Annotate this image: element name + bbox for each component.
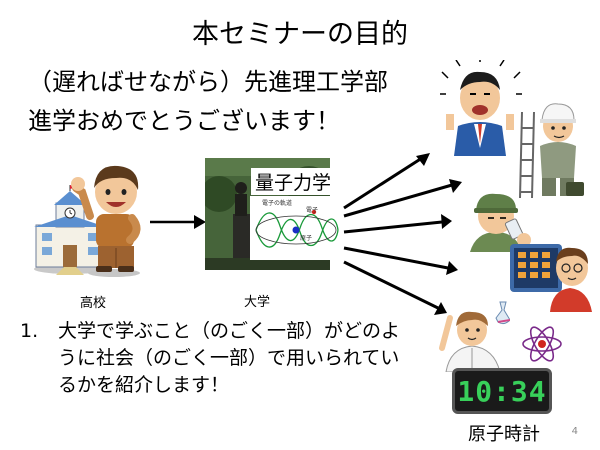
businessman-illustration <box>440 60 522 156</box>
list-item-text: 大学で学ぶこと（のごく一部）がどのように社会（のごく一部）で用いられているかを紹… <box>58 320 401 396</box>
nucleus-label: 原子 <box>300 235 313 242</box>
highschool-caption: 高校 <box>80 296 107 311</box>
arrow-to-university <box>150 215 206 229</box>
arrows-to-society <box>343 153 462 315</box>
intro-line-2: 進学おめでとうございます！ <box>28 107 340 135</box>
electron-label: 電子 <box>306 207 319 214</box>
page-number: 4 <box>571 426 578 437</box>
electron-orbit-diagram <box>250 196 342 260</box>
atomic-clock-label: 原子時計 <box>468 424 540 445</box>
worker-drinking-illustration <box>470 193 531 252</box>
computer-user-illustration <box>510 244 592 312</box>
atomic-clock-device: 10:34 <box>452 368 552 414</box>
atom-icon <box>522 326 562 362</box>
electron-orbit-label: 電子の軌道 <box>262 200 293 207</box>
list-item-number: 1. <box>20 320 39 342</box>
student-illustration <box>71 165 141 277</box>
atomic-clock-display: 10:34 <box>457 374 547 408</box>
list-item: 1. 大学で学ぶこと（のごく一部）がどのように社会（のごく一部）で用いられている… <box>20 318 420 399</box>
quantum-mechanics-label: 量子力学 <box>251 168 336 195</box>
intro-line-1: （遅ればせながら）先進理工学部 <box>28 68 388 96</box>
university-caption: 大学 <box>244 295 271 310</box>
slide-title: 本セミナーの目的 <box>192 19 408 50</box>
construction-worker-illustration <box>519 103 584 199</box>
objective-list: 1. 大学で学ぶこと（のごく一部）がどのように社会（のごく一部）で用いられている… <box>20 318 420 399</box>
scientist-illustration <box>439 301 510 372</box>
